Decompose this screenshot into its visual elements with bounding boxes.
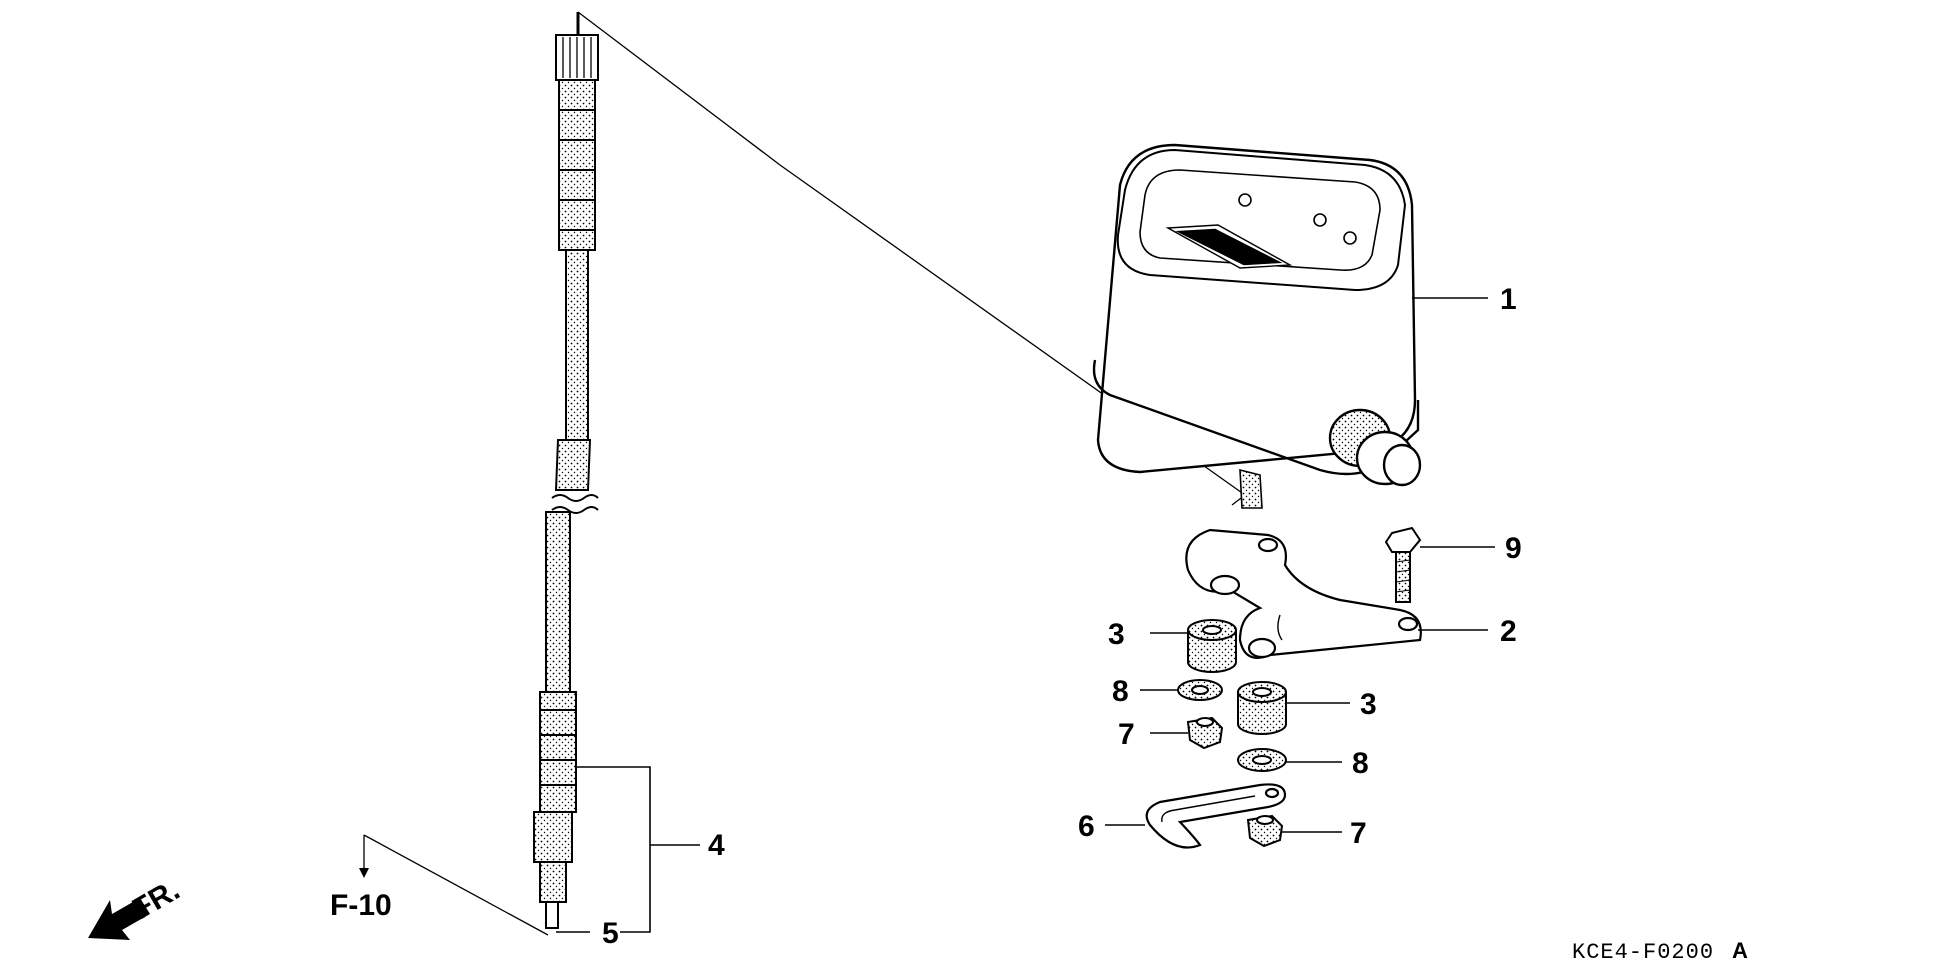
cable-to-meter-guide (577, 11, 1246, 496)
cable-lower-sleeve (539, 691, 577, 813)
mounting-bracket (1185, 528, 1422, 659)
callout-5: 5 (602, 917, 619, 950)
meter-window-dark (1175, 228, 1283, 266)
cable-lower-housing (545, 511, 571, 693)
meter-bottom-stud (1239, 468, 1263, 509)
meter-cable-connector (1328, 408, 1422, 487)
callout-2: 2 (1500, 615, 1517, 648)
section-ref: F-10 (330, 889, 392, 922)
nut-upper (1186, 716, 1224, 750)
guide-lines (363, 11, 1246, 936)
washer-upper (1177, 679, 1223, 701)
cable-upper-housing (565, 249, 589, 441)
cable-bottom-nut (533, 811, 573, 863)
callout-6: 6 (1078, 810, 1095, 843)
diagram-code: KCE4-F0200 (1572, 940, 1714, 965)
f10-arrow-head (359, 868, 369, 878)
grommet-lower (1237, 681, 1287, 735)
cable-tip (545, 901, 559, 929)
cable-bottom-end (539, 861, 567, 903)
callout-4: 4 (708, 829, 725, 862)
callout-3b: 3 (1360, 688, 1377, 721)
speedometer-unit (1092, 143, 1422, 509)
cable-break-upper (554, 439, 592, 491)
callout-7a: 7 (1118, 718, 1135, 751)
callout-4-5-bracket (556, 766, 700, 933)
callout-9: 9 (1505, 532, 1522, 565)
callout-3a: 3 (1108, 618, 1125, 651)
callout-1: 1 (1500, 283, 1517, 316)
f10-guide-line (363, 834, 549, 936)
cable-upper-sleeve (558, 79, 596, 251)
wire-strap (1145, 783, 1287, 849)
callout-8b: 8 (1352, 747, 1369, 780)
diagram-code-suffix: A (1732, 938, 1748, 963)
nut-lower (1246, 814, 1284, 848)
callout-8a: 8 (1112, 675, 1129, 708)
bolt-part-9 (1384, 526, 1422, 603)
front-arrow-icon: FR. (88, 873, 185, 940)
speedometer-cable (533, 12, 599, 929)
grommet-upper (1187, 619, 1237, 673)
washer-lower (1237, 748, 1287, 772)
callout-7b: 7 (1350, 817, 1367, 850)
